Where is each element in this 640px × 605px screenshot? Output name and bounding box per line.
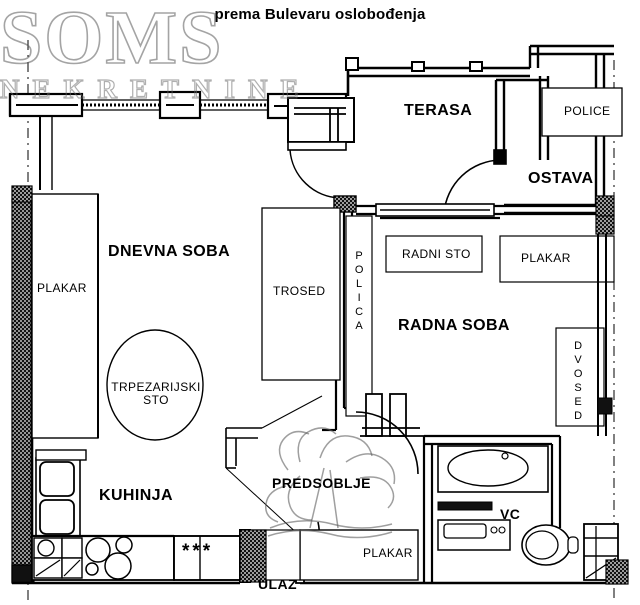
trpezarijski-sto-oval xyxy=(106,329,204,441)
furniture-label-trosed: TROSED xyxy=(273,284,326,298)
kitchen-fixtures xyxy=(31,449,251,583)
terrace-parapet-posts xyxy=(345,57,483,72)
furniture-label-polica: POLICA xyxy=(353,250,366,334)
room-label-terasa: TERASA xyxy=(404,102,473,119)
wall-node-right-top2 xyxy=(595,215,615,235)
terrace-ostava-wall xyxy=(494,76,550,160)
furniture-label-plakar-radna: PLAKAR xyxy=(521,251,571,265)
radna-soba-window xyxy=(375,203,495,217)
plakar-dnevna-box xyxy=(31,193,99,439)
wall-node-hall xyxy=(239,529,267,583)
bathroom-walls xyxy=(422,434,562,582)
furniture-label-plakar-hodnik: PLAKAR xyxy=(363,546,413,560)
room-label-vc: VC xyxy=(500,506,521,522)
wall-node-bath-right xyxy=(605,559,629,585)
room-label-dnevna-soba: DNEVNA SOBA xyxy=(108,243,231,260)
furniture-label-police: POLICE xyxy=(564,104,611,118)
trosed-box xyxy=(261,207,341,381)
room-label-ulaz: ULAZ xyxy=(258,576,297,592)
central-wall xyxy=(322,195,373,432)
police-shelf-box xyxy=(541,87,623,137)
wall-node-right-mid xyxy=(597,397,613,415)
radna-soba-door xyxy=(355,411,419,475)
hall-upper-unit xyxy=(360,393,424,437)
furniture-label-plakar-dnevna: PLAKAR xyxy=(37,281,87,295)
page-title: prema Bulevaru oslobođenja xyxy=(214,6,426,23)
terrace-sliding-door xyxy=(287,97,355,199)
furniture-label-radni-sto: RADNI STO xyxy=(402,247,471,261)
room-label-ostava: OSTAVA xyxy=(528,170,594,187)
room-label-kuhinja: KUHINJA xyxy=(99,487,173,504)
wall-node-right-top xyxy=(595,195,615,217)
room-label-predsoblje: PREDSOBLJE xyxy=(272,475,371,491)
furniture-label-trpezarijski-sto: TRPEZARIJSKI STO xyxy=(111,380,201,408)
plakar-radna-box xyxy=(499,235,615,283)
hall-counter xyxy=(225,427,262,469)
room-label-radna-soba: RADNA SOBA xyxy=(398,317,510,334)
stove-burner-symbol: *** xyxy=(182,541,214,562)
terrace-walls xyxy=(348,44,614,78)
furniture-label-dvosed: DVOSED xyxy=(572,340,585,424)
stove-panel xyxy=(173,535,241,581)
dvosed-box xyxy=(555,327,605,427)
radni-sto-box xyxy=(385,235,483,273)
bathroom-fixtures xyxy=(437,445,619,581)
ostava-door xyxy=(443,149,507,214)
hall-opening-lines xyxy=(225,395,323,537)
